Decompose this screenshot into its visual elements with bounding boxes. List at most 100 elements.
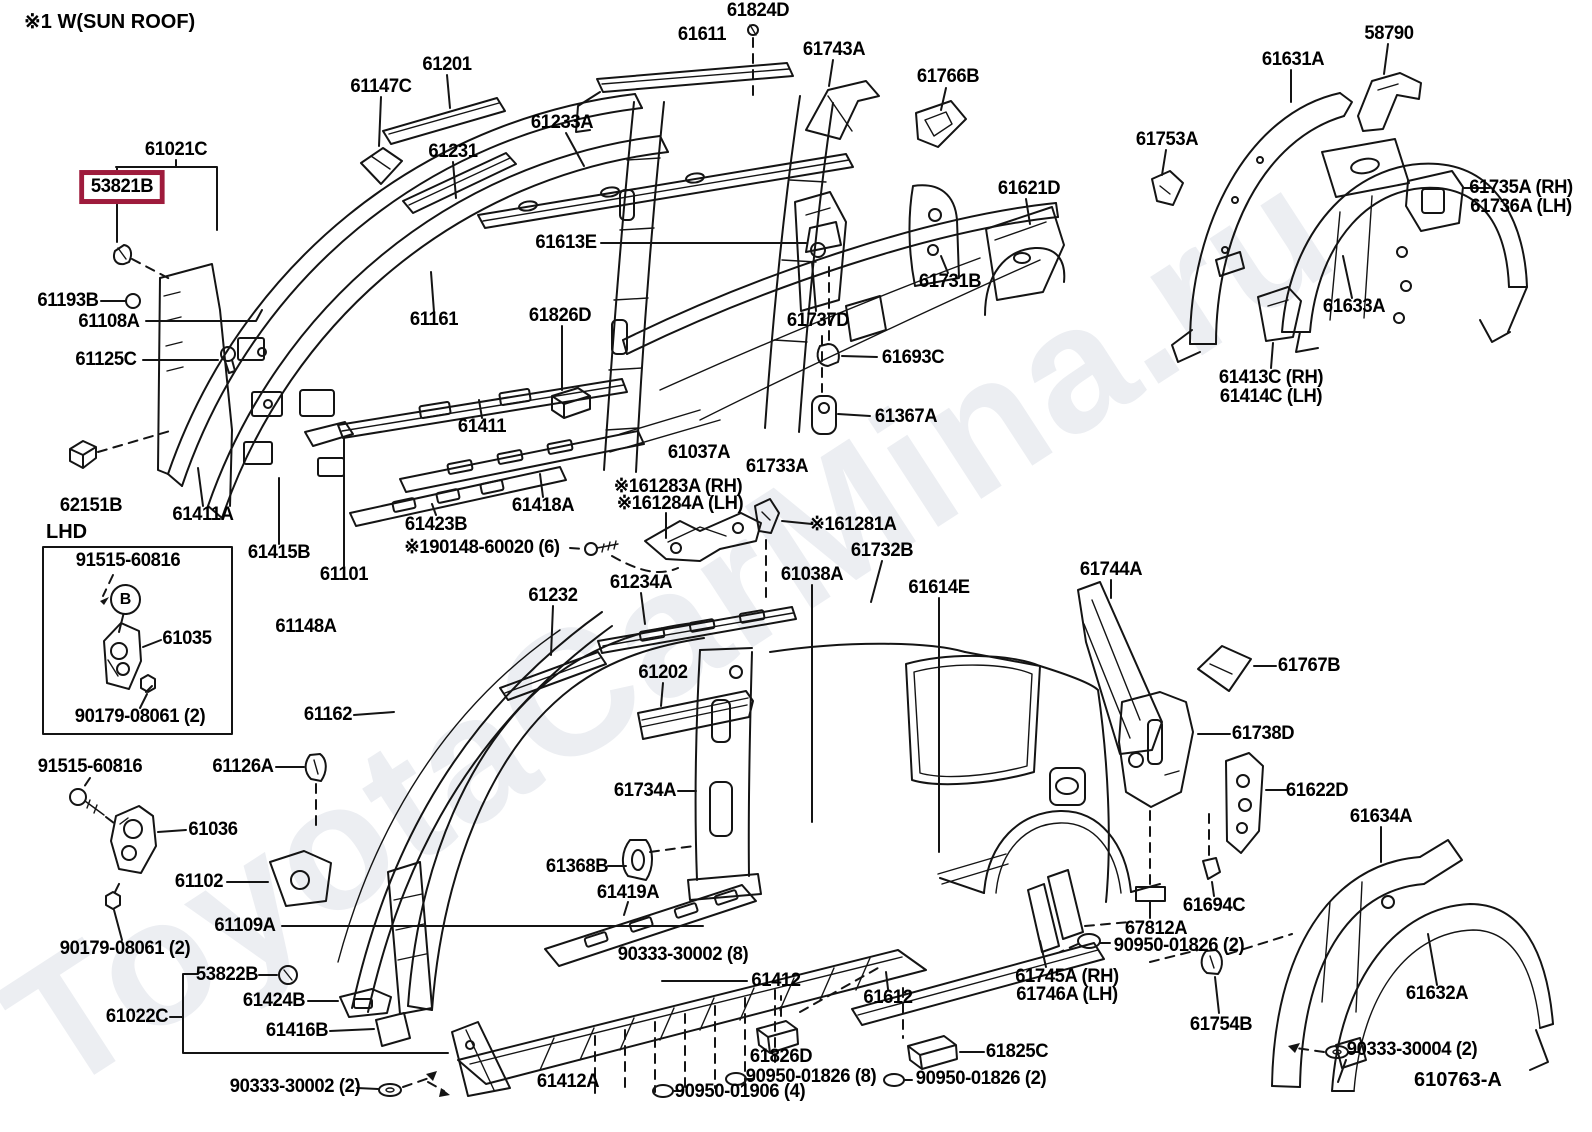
part-label: 58790 [1364, 23, 1414, 45]
part-label: 91515-60816 [75, 550, 181, 572]
part-label: 61611 [677, 24, 727, 46]
part-label: 61413C (RH) [1218, 367, 1324, 389]
part-label: 61411A [172, 504, 234, 526]
part-label: 61826D [528, 305, 592, 327]
part-label: 53822B [195, 964, 259, 986]
part-label: 90950-01826 (2) [915, 1068, 1047, 1090]
part-label: 61412 [751, 970, 801, 992]
part-label: 90950-01826 (8) [745, 1066, 877, 1088]
part-label: 61824D [726, 0, 790, 22]
lhd-caption: LHD [46, 521, 88, 543]
part-label: 61419A [596, 882, 660, 904]
part-label: 61415B [247, 542, 311, 564]
part-label: 90333-30002 (2) [229, 1076, 361, 1098]
part-label: 61036 [188, 819, 238, 841]
part-label: 61233A [530, 112, 594, 134]
part-label: 61633A [1322, 296, 1386, 318]
part-label: 90333-30002 (8) [617, 944, 749, 966]
part-label: 90950-01906 (4) [674, 1081, 806, 1103]
part-label: 61022C [105, 1006, 169, 1028]
part-label: 61416B [265, 1020, 329, 1042]
part-label: 61161 [409, 309, 459, 331]
part-label: 61148A [275, 616, 337, 638]
part-label: 90179-08061 (2) [59, 938, 191, 960]
rear-wheelhouse-lower-drawing [1271, 826, 1554, 1092]
part-label: 61021C [144, 139, 208, 161]
part-label: 61732B [850, 540, 914, 562]
part-label: 61231 [428, 141, 478, 163]
part-label: 61634A [1349, 806, 1413, 828]
circle-marker-b: B [110, 584, 141, 615]
part-label: 61162 [303, 704, 353, 726]
part-label: ※161283A (RH) [613, 476, 743, 498]
part-label: 61035 [162, 628, 212, 650]
part-label: 62151B [59, 495, 123, 517]
part-label: 61147C [350, 76, 412, 98]
part-label: 61746A (LH) [1016, 984, 1118, 1006]
part-label: 61738D [1231, 723, 1295, 745]
upper-inner-panel-drawing [477, 24, 967, 473]
part-label: 61109A [214, 915, 276, 937]
part-label: 61766B [916, 66, 980, 88]
part-label: 61754B [1189, 1014, 1253, 1036]
lower-left-fasteners-drawing [69, 753, 704, 1097]
diagram-code: 610763-A [1414, 1069, 1502, 1091]
part-label: 61631A [1261, 49, 1325, 71]
part-label: 61613E [535, 232, 597, 254]
part-label: 91515-60816 [37, 756, 143, 778]
part-label: 61826D [749, 1046, 813, 1068]
part-label: 61418A [511, 495, 575, 517]
part-label: 61731B [918, 271, 982, 293]
part-label: 61743A [802, 39, 866, 61]
part-label: 61424B [242, 990, 306, 1012]
part-label: 61193B [37, 290, 99, 312]
sunroof-note: ※1 W(SUN ROOF) [24, 11, 196, 33]
part-label: 61693C [881, 347, 945, 369]
part-label: 61694C [1182, 895, 1246, 917]
part-label: 61632A [1405, 983, 1469, 1005]
part-label: 61621D [997, 178, 1061, 200]
upper-front-frame-drawing [69, 74, 669, 567]
part-label: 61423B [404, 514, 468, 536]
part-label: 61767B [1277, 655, 1341, 677]
part-label: 61126A [212, 756, 274, 778]
part-label: 61825C [985, 1041, 1049, 1063]
part-label: 90179-08061 (2) [74, 706, 206, 728]
part-label: 61736A (LH) [1470, 196, 1572, 218]
part-label: 61201 [422, 54, 472, 76]
lhd-inset-drawing [42, 546, 233, 735]
part-label: 61735A (RH) [1469, 177, 1573, 199]
rear-wheelhouse-upper-drawing [1151, 43, 1528, 369]
part-label: 90950-01826 (2) [1113, 935, 1245, 957]
part-label: ※161284A (LH) [616, 493, 744, 515]
part-label: 61037A [667, 442, 731, 464]
part-label: 61102 [174, 871, 224, 893]
diagram-line-art [42, 24, 1554, 1098]
part-label: 61622D [1285, 780, 1349, 802]
part-label: 61745A (RH) [1015, 966, 1119, 988]
part-label: 61108A [78, 311, 140, 333]
part-label: 61232 [528, 585, 578, 607]
part-label: 61614E [908, 577, 970, 599]
part-label: 67812A [1124, 918, 1188, 940]
part-label: 61101 [319, 564, 369, 586]
part-label: 61412A [536, 1071, 600, 1093]
part-label: 61744A [1079, 559, 1143, 581]
part-label: ※190148-60020 (6) [404, 537, 560, 559]
part-label: ※161281A [809, 514, 897, 536]
part-label: 61753A [1135, 129, 1199, 151]
upper-rear-quarter-drawing [622, 95, 1066, 853]
part-label: 61414C (LH) [1219, 386, 1323, 408]
part-label-highlighted: 53821B [79, 170, 165, 204]
part-label: 61734A [613, 780, 677, 802]
part-label: 61612 [863, 987, 913, 1009]
part-label: 61202 [638, 662, 688, 684]
part-label: 61125C [75, 349, 137, 371]
part-label: 61411 [457, 416, 507, 438]
part-label: 61368B [545, 856, 609, 878]
part-label: 61234A [609, 572, 673, 594]
mid-strips-drawing [337, 378, 813, 601]
part-label: 61367A [874, 406, 938, 428]
